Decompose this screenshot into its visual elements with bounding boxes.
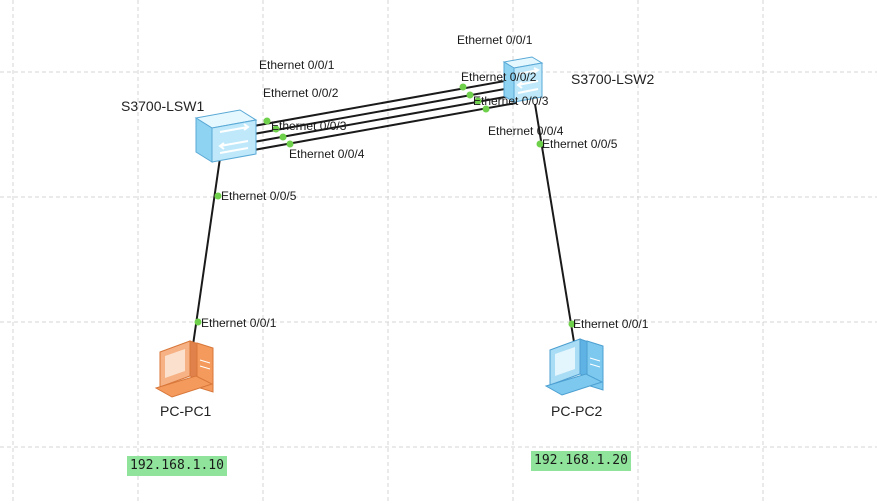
lsw1-port-label-5: Ethernet 0/0/5 — [221, 189, 297, 203]
port-dot[interactable] — [263, 117, 271, 125]
pc2-port-label: Ethernet 0/0/1 — [573, 317, 649, 331]
lsw2-port-label-3: Ethernet 0/0/3 — [473, 94, 549, 108]
lsw1-port-label-1: Ethernet 0/0/1 — [259, 58, 335, 72]
pc2-label: PC-PC2 — [551, 403, 603, 419]
port-dot[interactable] — [536, 140, 544, 148]
lsw1-label: S3700-LSW1 — [121, 98, 204, 114]
trunk-link-3[interactable] — [247, 94, 517, 144]
lsw2-port-label-5: Ethernet 0/0/5 — [542, 137, 618, 151]
port-labels: Ethernet 0/0/1 Ethernet 0/0/2 Ethernet 0… — [201, 33, 649, 331]
pc1-icon[interactable] — [154, 340, 214, 398]
port-dot[interactable] — [568, 320, 576, 328]
port-dot[interactable] — [459, 83, 467, 91]
switch-lsw2-icon[interactable] — [502, 56, 544, 103]
device-labels: S3700-LSW1 S3700-LSW2 PC-PC1 PC-PC2 — [121, 71, 654, 419]
trunk-link-1[interactable] — [247, 78, 517, 128]
pc1-ip-address: 192.168.1.10 — [127, 456, 227, 476]
pc2-ip-address: 192.168.1.20 — [531, 451, 631, 471]
port-dot[interactable] — [466, 91, 474, 99]
lsw2-port-label-2: Ethernet 0/0/2 — [461, 70, 537, 84]
lsw1-port-label-2: Ethernet 0/0/2 — [263, 86, 339, 100]
port-dot[interactable] — [286, 140, 294, 148]
port-dot[interactable] — [474, 97, 482, 105]
port-dot[interactable] — [272, 125, 280, 133]
port-dot[interactable] — [482, 105, 490, 113]
lsw2-port-label-1: Ethernet 0/0/1 — [457, 33, 533, 47]
link-lsw1-pc1[interactable] — [192, 157, 221, 346]
lsw1-port-label-3: Ethernet 0/0/3 — [271, 119, 347, 133]
lsw2-port-label-4: Ethernet 0/0/4 — [488, 124, 564, 138]
pc1-port-label: Ethernet 0/0/1 — [201, 316, 277, 330]
port-dot[interactable] — [214, 192, 222, 200]
lsw2-label: S3700-LSW2 — [571, 71, 654, 87]
port-dot[interactable] — [279, 133, 287, 141]
lsw1-port-label-4: Ethernet 0/0/4 — [289, 147, 365, 161]
pc2-icon[interactable] — [544, 338, 604, 396]
switch-lsw1-icon[interactable] — [194, 109, 258, 163]
port-dot[interactable] — [194, 318, 202, 326]
port-dots — [194, 83, 576, 328]
pc1-label: PC-PC1 — [160, 403, 212, 419]
